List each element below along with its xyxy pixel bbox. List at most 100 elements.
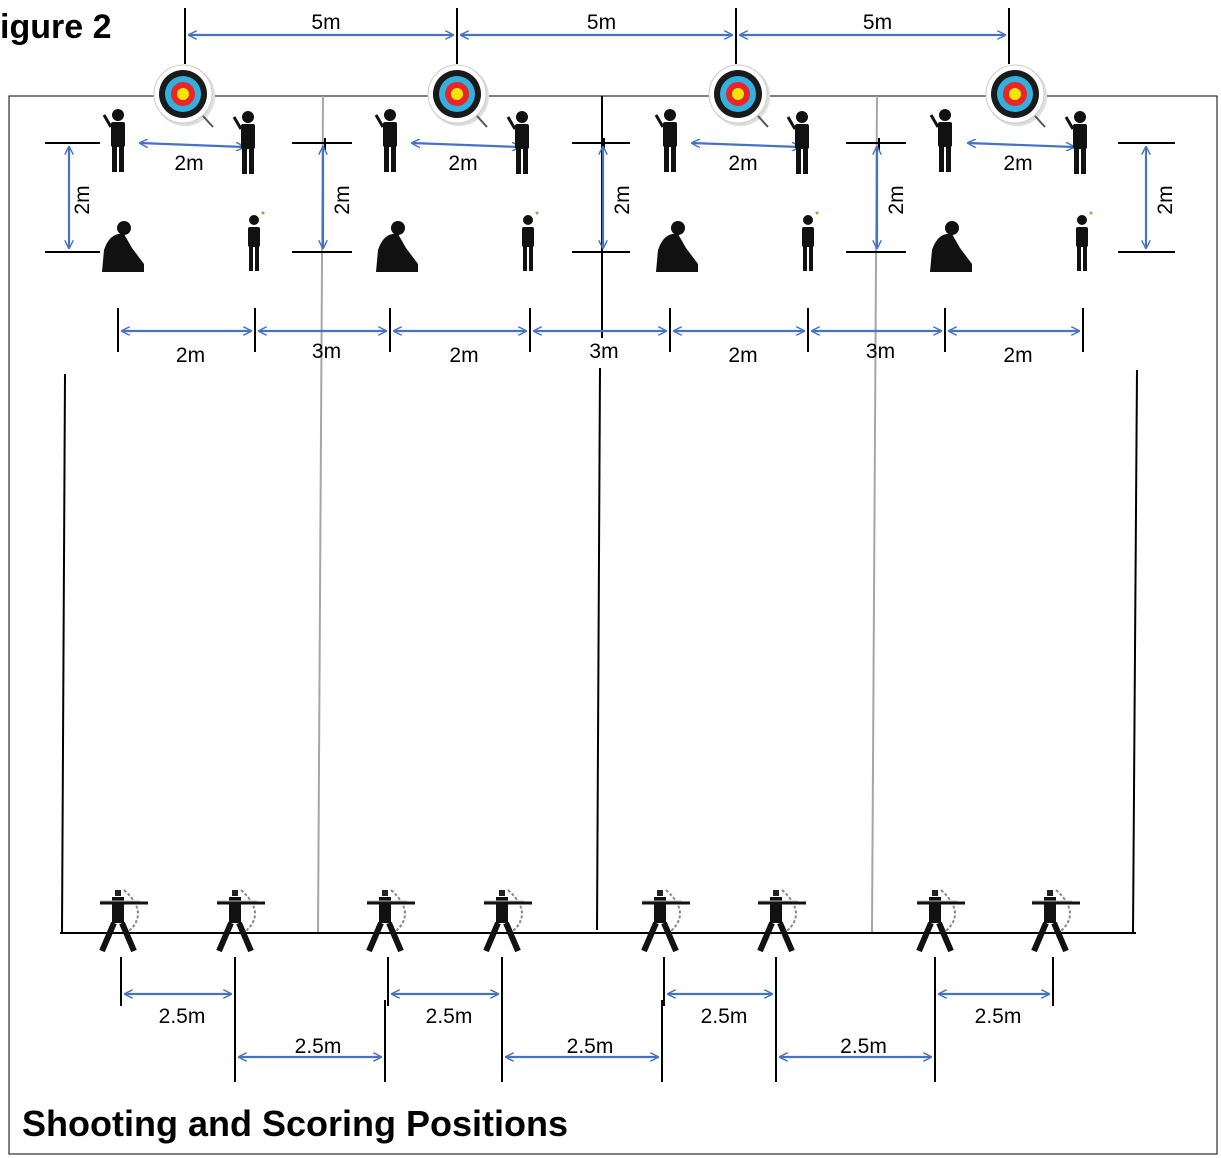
torso [795,124,809,149]
leg [523,148,528,174]
leg [803,148,808,174]
marker-dot [535,211,539,215]
leg [119,146,124,172]
bottom-dimension-label: 3m [866,340,895,363]
torso [1073,124,1087,149]
arm [1064,116,1075,130]
bay-line [1132,369,1138,934]
archer-icon [216,889,265,953]
leg [661,921,679,953]
leg [936,921,954,953]
leg [777,921,795,953]
vertical-gap-label: 2m [71,185,94,214]
leg [946,146,951,172]
head [242,111,254,123]
target-spacing-label: 5m [863,11,892,34]
target-ring-gold [177,88,189,100]
bow [123,889,139,936]
archer-between-label: 2.5m [295,1035,342,1058]
torso [248,227,260,247]
bottom-dimension-label: 2m [449,344,478,367]
recorder-seated-icon [376,221,418,272]
target-icon [985,64,1047,128]
figure-icons [99,64,1093,953]
archer-icon [757,889,806,953]
torso [379,897,391,923]
head [384,109,396,121]
marker-dot [815,211,819,215]
scorer-standing-icon [1064,111,1087,174]
bottom-dimension-label: 3m [589,340,618,363]
scorer-gap-label: 2m [448,152,477,175]
arm [102,114,113,128]
vertical-gap-label: 2m [611,185,634,214]
head [657,890,663,896]
head [1047,890,1053,896]
arm [506,116,517,130]
head [939,109,951,121]
archer-icon [99,889,148,953]
arm [929,114,940,128]
target-stand [476,115,488,128]
bay-line [61,373,66,933]
bottom-dimension-label: 3m [312,340,341,363]
head [232,890,238,896]
target-ring-gold [732,88,744,100]
leg [529,246,533,271]
head [773,890,779,896]
leg [671,146,676,172]
target-spacing-label: 5m [311,11,340,34]
leg [386,921,404,953]
scorer-gap-arrow [412,143,520,147]
archer-pair-label: 2.5m [159,1005,206,1028]
leg [483,921,501,953]
leg [249,148,254,174]
bow [781,889,797,936]
leg [1081,148,1086,174]
head [1077,215,1087,225]
archer-pair-label: 2.5m [426,1005,473,1028]
head [516,111,528,123]
recorder-body [376,233,418,272]
arm [374,114,385,128]
archer-icon [916,889,965,953]
archer-icon [483,889,532,953]
torso [112,897,124,923]
leg [916,921,934,953]
scorer-gap-label: 2m [1003,152,1032,175]
head [932,890,938,896]
leg [1077,246,1081,271]
torso [770,897,782,923]
scorer-standing-icon [374,109,397,172]
scorer-gap-arrow [140,143,244,147]
target-stand [202,115,214,128]
torso [515,124,529,149]
figure-title: igure 2 [0,8,112,46]
bow [390,889,406,936]
torso [1076,227,1088,247]
bottom-dimension-label: 2m [728,344,757,367]
target-spacing-label: 5m [587,11,616,34]
head [112,109,124,121]
head [117,221,131,235]
marker-dot [1089,211,1093,215]
leg [112,146,117,172]
target-stand [1034,115,1046,128]
leg [366,921,384,953]
head [382,890,388,896]
head [1074,111,1086,123]
torso [496,897,508,923]
target-stand [757,115,769,128]
leg [1051,921,1069,953]
torso [929,897,941,923]
leg [236,921,254,953]
leg [503,921,521,953]
scorer-standing-icon [786,111,809,174]
bottom-dimension-label: 2m [176,344,205,367]
head [391,221,405,235]
bay-line [596,367,601,931]
torso [241,124,255,149]
arm [232,116,243,130]
